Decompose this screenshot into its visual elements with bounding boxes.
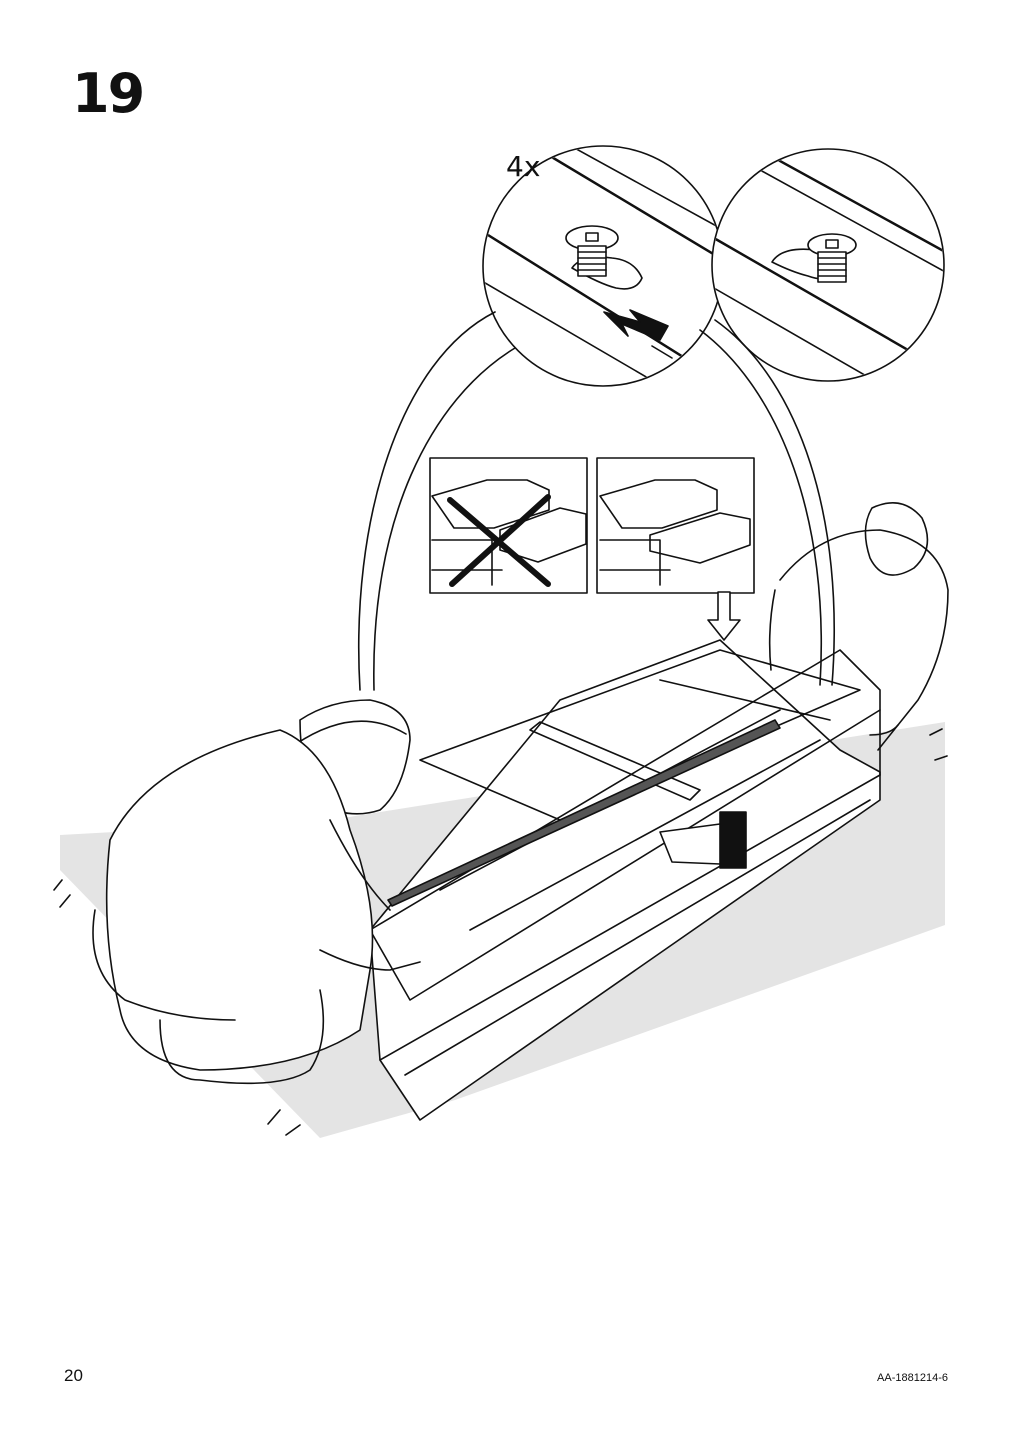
step-number: 19 xyxy=(72,62,145,125)
callout-arches xyxy=(357,311,835,691)
document-code: AA-1881214-6 xyxy=(877,1372,948,1384)
inset-correct xyxy=(596,457,755,641)
detail-circle-left xyxy=(482,145,724,387)
inset-wrong xyxy=(429,457,588,594)
quantity-label: 4x xyxy=(506,150,541,183)
person-right xyxy=(768,502,949,751)
page-number: 20 xyxy=(64,1366,83,1385)
detail-circle-right xyxy=(711,148,945,382)
person-left xyxy=(92,699,421,1085)
bed-frame xyxy=(369,639,881,1121)
